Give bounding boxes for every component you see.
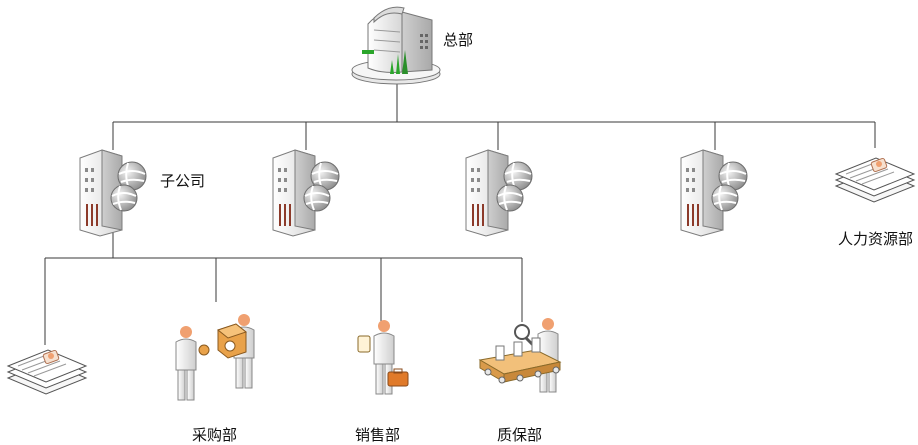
headquarters-building-icon [351, 6, 441, 85]
office-building-globe-icon [465, 149, 533, 237]
quality-label: 质保部 [497, 426, 543, 444]
connector-lines [44, 84, 876, 345]
purchasing-label: 采购部 [192, 426, 238, 444]
office-building-globe-icon [272, 149, 340, 237]
person-with-briefcase-icon [357, 319, 409, 395]
documents-stack-icon [835, 157, 915, 203]
person-inspecting-conveyor-icon [478, 317, 562, 393]
subsidiary-label: 子公司 [160, 172, 206, 190]
people-exchanging-package-icon [175, 313, 255, 401]
office-building-globe-icon [680, 149, 748, 237]
office-building-globe-icon [79, 149, 147, 237]
sales-label: 销售部 [355, 426, 401, 444]
documents-stack-icon [7, 349, 87, 395]
headquarters-label: 总部 [443, 31, 474, 49]
hr-label: 人力资源部 [838, 230, 914, 248]
